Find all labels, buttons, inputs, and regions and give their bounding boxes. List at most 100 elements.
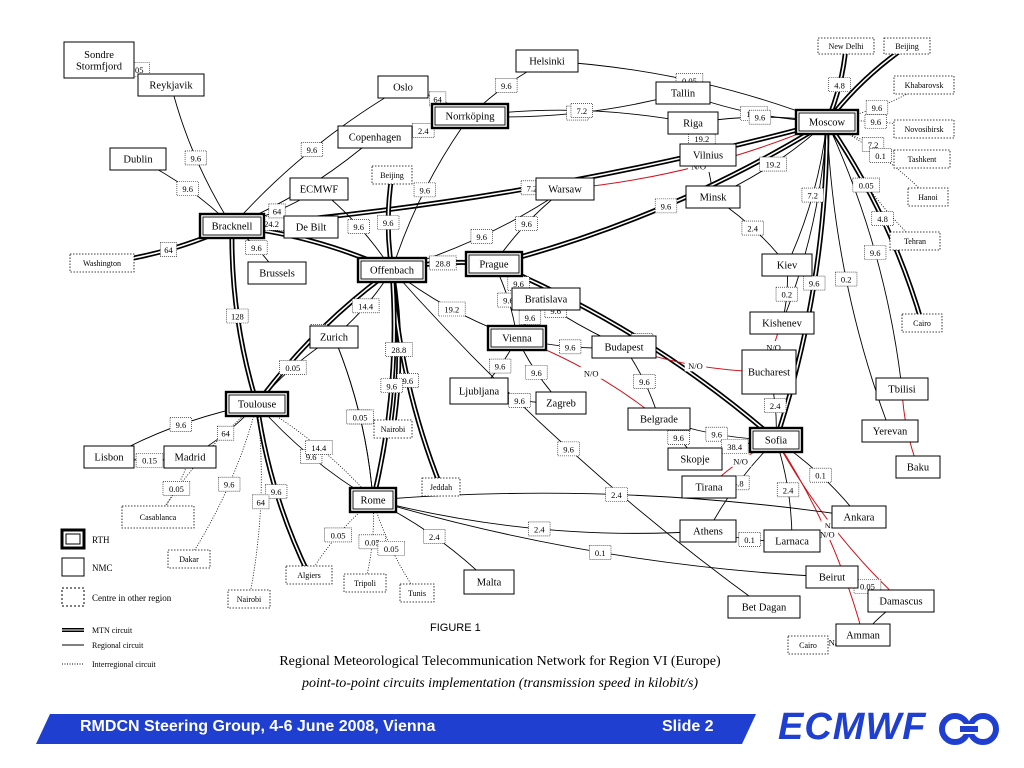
speed-text: 4.8 — [877, 214, 888, 224]
node-label: Lisbon — [94, 453, 124, 464]
node-label: Tehran — [904, 237, 926, 246]
node-label: Zurich — [320, 333, 349, 344]
node-budapest: Budapest — [591, 335, 657, 359]
speed-label: 9.6 — [557, 441, 580, 457]
node-label: Bet Dagan — [742, 603, 787, 614]
speed-label: 0.2 — [835, 271, 858, 287]
node-label: Cairo — [913, 319, 931, 328]
circuit-toulouse-nairobi_bottom — [248, 403, 262, 600]
speed-text: 0.05 — [384, 544, 399, 554]
node-label: Vienna — [502, 334, 532, 345]
speed-text: 19.2 — [766, 160, 781, 170]
speed-text: 9.6 — [513, 279, 524, 289]
speed-label: 7.2 — [801, 187, 824, 203]
node-athens: Athens — [679, 519, 737, 543]
speed-label: 9.6 — [169, 417, 192, 432]
node-belgrade: Belgrade — [627, 407, 691, 431]
speed-label: 9.6 — [413, 182, 436, 198]
node-label: Beijing — [380, 171, 404, 180]
speed-label: 2.4 — [741, 220, 764, 236]
speed-text: 9.6 — [383, 218, 394, 228]
speed-label: 38.4 — [721, 438, 749, 454]
speed-label: 19.2 — [438, 301, 466, 317]
node-label: Beirut — [819, 573, 845, 584]
node-tehran: Tehran — [889, 231, 941, 251]
node-label: Reykjavik — [149, 81, 193, 92]
node-tunis: Tunis — [399, 583, 435, 603]
speed-label: 7.2 — [570, 103, 593, 118]
node-label: Bucharest — [748, 368, 790, 379]
speed-label: 128 — [226, 308, 249, 324]
speed-text: 9.6 — [639, 377, 650, 387]
speed-text: 7.2 — [527, 183, 538, 193]
speed-text: 9.6 — [870, 117, 881, 127]
speed-text: 9.6 — [501, 81, 512, 91]
speed-text: 0.1 — [595, 548, 606, 558]
speed-text: 9.6 — [403, 376, 414, 386]
speed-text: 19.2 — [694, 134, 709, 144]
speed-text: 9.6 — [673, 433, 684, 443]
node-nairobi_mid: Nairobi — [373, 419, 413, 439]
node-label: Prague — [479, 260, 508, 271]
speed-label: 28.8 — [385, 342, 413, 357]
speed-text: 9.6 — [503, 296, 514, 306]
speed-text: 64 — [164, 245, 173, 255]
node-label: Skopje — [680, 455, 710, 466]
node-reykjavik: Reykjavik — [137, 73, 205, 97]
node-nairobi_bottom: Nairobi — [227, 589, 271, 609]
speed-label: 9.6 — [470, 229, 493, 244]
node-label: Vilnius — [693, 151, 723, 162]
speed-label: 9.6 — [176, 181, 199, 197]
speed-text: 0.05 — [285, 363, 300, 373]
node-damascus: Damascus — [867, 589, 935, 613]
speed-text: 9.6 — [550, 306, 561, 316]
node-beijing_top: Beijing — [883, 37, 931, 55]
speed-label: 2.4 — [412, 123, 435, 138]
node-label: Norrköping — [446, 112, 496, 123]
speed-text: 9.6 — [386, 381, 397, 391]
speed-text: 0.15 — [142, 456, 157, 466]
speed-text: 0.05 — [860, 582, 875, 592]
speed-text: 28.8 — [391, 345, 406, 355]
node-label: New Delhi — [829, 42, 865, 51]
legend: RTH NMC Centre in other region MTN circu… — [60, 528, 172, 669]
speed-text: 9.6 — [306, 452, 317, 462]
speed-text: 0.05 — [129, 65, 144, 75]
speed-label: 9.6 — [525, 364, 548, 380]
node-jeddah: Jeddah — [421, 477, 461, 497]
speed-label: 2.4 — [605, 487, 628, 502]
legend-interregional: Interregional circuit — [92, 660, 157, 669]
node-tbilisi: Tbilisi — [875, 377, 929, 401]
speed-label: 0.1 — [869, 148, 892, 163]
node-moscow: Moscow — [794, 108, 860, 136]
speed-text: N/O — [820, 530, 835, 540]
speed-text: 9.6 — [224, 480, 235, 490]
node-ljubljana: Ljubljana — [449, 377, 509, 405]
node-label: Ljubljana — [459, 387, 500, 398]
node-label: Nairobi — [237, 595, 262, 604]
node-casablanca: Casablanca — [121, 505, 195, 529]
speed-label: 9.6 — [667, 430, 690, 445]
node-label: Dublin — [123, 155, 153, 166]
node-label: Athens — [693, 527, 723, 538]
node-khabarovsk: Khabarovsk — [893, 75, 955, 95]
node-label: Larnaca — [775, 537, 809, 548]
speed-label: 9.6 — [865, 100, 889, 115]
speed-text: 9.6 — [420, 185, 431, 195]
node-lisbon: Lisbon — [83, 445, 135, 469]
node-label: Ankara — [844, 513, 875, 524]
node-label: Minsk — [700, 193, 728, 204]
node-novosibirsk: Novosibirsk — [893, 119, 955, 139]
node-label: Sofia — [765, 436, 788, 447]
speed-text: 4.8 — [733, 478, 744, 488]
speed-text: 14.4 — [311, 443, 327, 453]
node-tallin: Tallin — [655, 81, 711, 105]
node-beirut: Beirut — [805, 565, 859, 589]
node-label: Casablanca — [140, 513, 177, 522]
speed-text: 9.6 — [251, 243, 262, 253]
node-washington: Washington — [69, 253, 135, 273]
node-offenbach: Offenbach — [356, 256, 428, 284]
legend-rth: RTH — [92, 535, 110, 545]
speed-label: 4.8 — [871, 211, 894, 226]
